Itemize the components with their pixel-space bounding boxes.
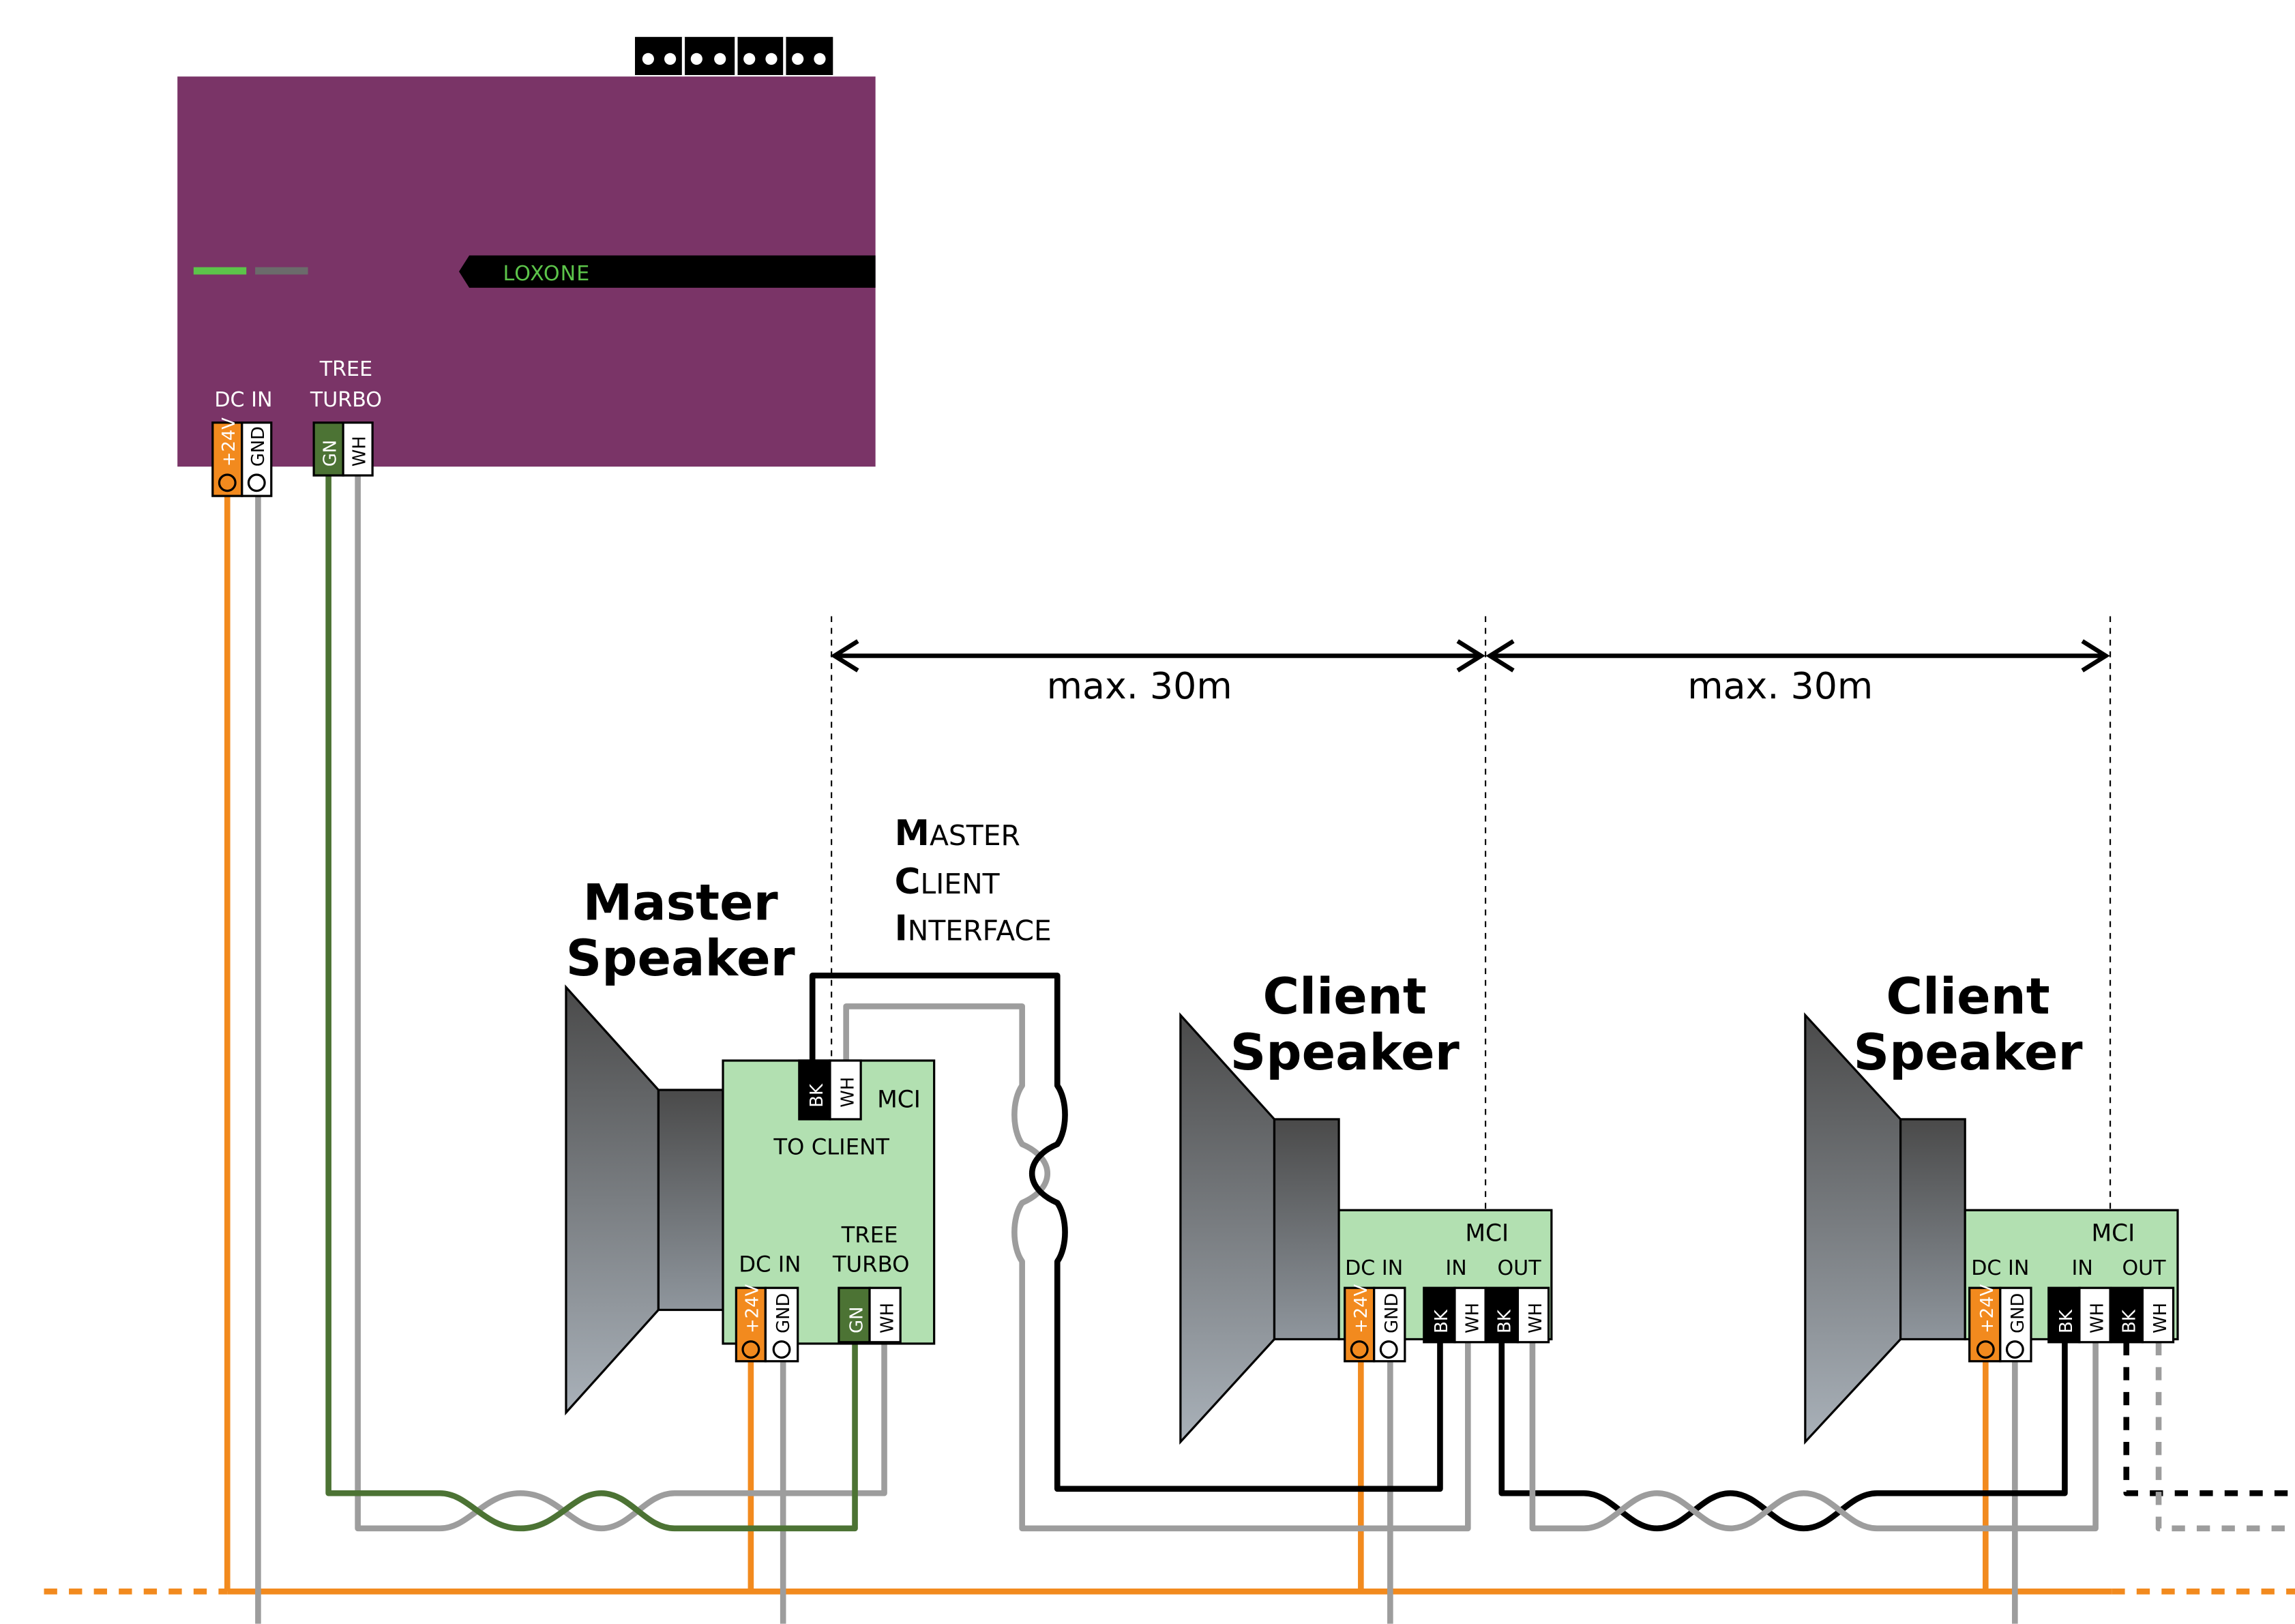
master-pin-bk: BK	[807, 1083, 827, 1108]
client2-out-pin-bk: BK	[2120, 1309, 2140, 1333]
client1-out-pin-bk: BK	[1495, 1309, 1515, 1333]
distance-label-2: max. 30m	[1687, 664, 1873, 707]
client1-dc-in-label: DC IN	[1345, 1256, 1403, 1280]
client2-in-pin-wh: WH	[2087, 1303, 2107, 1333]
client-speaker-2: Client Speaker MCI DC IN IN OUT +24V GND…	[1804, 968, 2179, 1445]
client1-title-2: Speaker	[1230, 1024, 1460, 1082]
legend-rest-i: NTERFACE	[908, 915, 1052, 947]
client2-dc-in-label: DC IN	[1971, 1256, 2029, 1280]
legend-initial-c: C	[895, 861, 921, 902]
client2-out-terminal: BK WH	[2110, 1286, 2175, 1344]
master-speaker-title-2: Speaker	[566, 930, 795, 988]
mci-wh-wire-2	[1529, 1342, 2099, 1532]
client1-pin-gnd: GND	[1382, 1293, 1402, 1333]
mci-out-bk-continuation	[2123, 1342, 2295, 1496]
client2-pin-24v: +24V	[1977, 1284, 1998, 1333]
status-led-grey	[255, 267, 308, 275]
master-dc-in-label: DC IN	[739, 1252, 801, 1278]
mci-legend-line-1: MASTER	[895, 813, 1020, 854]
mci-legend-line-2: CLIENT	[895, 861, 1001, 902]
master-mci-label: MCI	[877, 1087, 921, 1114]
status-led-green	[193, 267, 247, 275]
client2-mci-label: MCI	[2091, 1220, 2135, 1247]
client2-out-pin-wh: WH	[2150, 1303, 2171, 1333]
client1-in-pin-bk: BK	[1432, 1309, 1452, 1333]
mci-legend-line-3: INTERFACE	[895, 909, 1052, 949]
master-speaker-title-1: Master	[583, 874, 778, 932]
tree-turbo-gn-wire	[325, 472, 858, 1532]
client1-in-pin-wh: WH	[1462, 1303, 1483, 1333]
client2-in-pin-bk: BK	[2056, 1309, 2077, 1333]
distance-arrow-2	[1485, 639, 2110, 673]
legend-rest-c: LIENT	[920, 868, 1000, 900]
miniserver-pin-gnd: GND	[248, 426, 269, 467]
client2-in-label: IN	[2072, 1256, 2093, 1280]
miniserver-pin-wh: WH	[349, 436, 370, 467]
master-turbo-label: TURBO	[832, 1252, 910, 1278]
client2-out-label: OUT	[2122, 1256, 2166, 1280]
master-pin-wh: WH	[838, 1077, 858, 1108]
master-mci-terminal: BK WH	[798, 1059, 862, 1121]
mci-bk-wire-2	[1498, 1342, 2068, 1532]
mci-wh-wire-1	[843, 1003, 1471, 1532]
distance-label-1: max. 30m	[1047, 664, 1232, 707]
client1-pin-24v: +24V	[1351, 1284, 1372, 1333]
master-speaker-magnet	[657, 1089, 724, 1312]
master-pin-gnd: GND	[773, 1293, 794, 1333]
tree-turbo-wh-wire	[355, 472, 887, 1532]
client1-mci-label: MCI	[1465, 1220, 1509, 1247]
client2-title-1: Client	[1886, 968, 2049, 1026]
miniserver-dc-in-label: DC IN	[214, 388, 272, 412]
client1-speaker-magnet	[1273, 1118, 1340, 1341]
master-tree-terminal: GN WH	[838, 1286, 902, 1344]
wires	[44, 472, 2295, 1624]
client2-title-2: Speaker	[1853, 1024, 2082, 1082]
client1-out-pin-wh: WH	[1526, 1303, 1546, 1333]
distance-arrow-1	[830, 639, 1485, 673]
miniserver-top-connector	[635, 37, 833, 76]
miniserver: LOXONE DC IN TREE TURBO +24V GND GN WH	[177, 37, 876, 497]
miniserver-tree-terminal: GN WH	[312, 422, 374, 477]
master-speaker-cone-icon	[565, 984, 660, 1416]
master-speaker: Master Speaker BK WH MCI TO CLIENT TREE …	[565, 874, 936, 1416]
client1-out-terminal: BK WH	[1485, 1286, 1550, 1344]
client1-in-terminal: BK WH	[1423, 1286, 1487, 1344]
master-dc-terminal: +24V GND	[735, 1284, 799, 1363]
client2-dc-terminal: +24V GND	[1968, 1284, 2032, 1363]
legend-rest-m: ASTER	[930, 819, 1020, 852]
miniserver-dc-terminal: +24V GND	[211, 417, 273, 497]
miniserver-pin-gn: GN	[320, 440, 340, 467]
brand-strip	[459, 255, 876, 288]
mci-legend: MASTER CLIENT INTERFACE	[895, 813, 1052, 949]
client2-speaker-magnet	[1899, 1118, 1966, 1341]
client2-in-terminal: BK WH	[2047, 1286, 2112, 1344]
client-speaker-1: Client Speaker MCI DC IN IN OUT +24V GND…	[1179, 968, 1553, 1445]
brand-logo: LOXONE	[503, 262, 591, 286]
distance-markers	[830, 616, 2112, 1211]
client1-out-label: OUT	[1498, 1256, 1542, 1280]
client1-dc-terminal: +24V GND	[1344, 1284, 1406, 1363]
master-pin-gn: GN	[846, 1307, 867, 1333]
master-pin-tree-wh: WH	[877, 1303, 898, 1333]
legend-initial-i: I	[895, 909, 908, 949]
master-to-client-label: TO CLIENT	[773, 1134, 889, 1160]
miniserver-pin-24v: +24V	[219, 417, 239, 467]
client2-pin-gnd: GND	[2008, 1293, 2028, 1333]
legend-initial-m: M	[895, 813, 930, 854]
client1-title-1: Client	[1263, 968, 1427, 1026]
miniserver-turbo-label: TURBO	[310, 388, 382, 412]
miniserver-tree-label: TREE	[319, 357, 372, 381]
master-pin-24v: +24V	[743, 1284, 763, 1333]
client1-in-label: IN	[1445, 1256, 1466, 1280]
mci-bk-wire-1	[809, 972, 1443, 1492]
mci-out-wh-continuation	[2155, 1342, 2295, 1532]
master-tree-label: TREE	[841, 1222, 898, 1248]
